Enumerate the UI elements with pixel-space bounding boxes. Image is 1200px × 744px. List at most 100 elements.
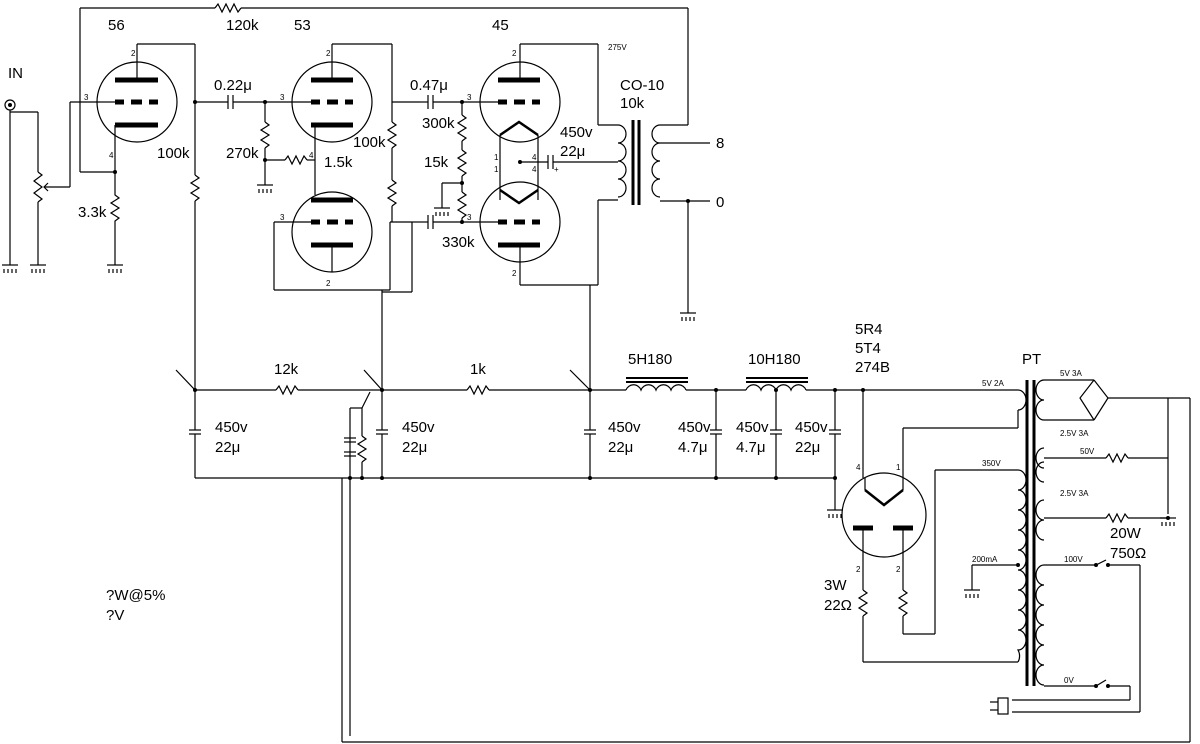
cap-047	[412, 95, 500, 229]
pin-label: 2	[512, 269, 517, 278]
choke-1	[625, 377, 746, 392]
pc1-v: 450v	[215, 419, 248, 436]
b-plus-label: 275V	[608, 43, 627, 52]
pin-label: 1	[494, 153, 499, 162]
ot-name: CO-10	[620, 77, 664, 94]
cap-022	[195, 95, 290, 109]
r-1.5k	[265, 154, 315, 166]
pin-label: 2	[326, 49, 331, 58]
ot-tap8: 8	[716, 135, 724, 152]
c-k45-1: 450v	[560, 124, 593, 141]
r-plate53: 100k	[353, 134, 386, 151]
note-2: ?V	[106, 607, 124, 624]
note-1: ?W@5%	[106, 587, 165, 604]
pin-label: 4	[532, 165, 537, 174]
pt-25v-b: 2.5V 3A	[1060, 489, 1089, 498]
rect-2: 5T4	[855, 340, 881, 357]
hum-pot	[341, 391, 371, 742]
power-transformer	[964, 379, 1176, 715]
rectifier-tube	[841, 390, 1018, 590]
r-cath56: 3.3k	[78, 204, 107, 221]
c-k45-2: 22μ	[560, 143, 585, 160]
feedback-resistor	[80, 2, 689, 122]
pin-label: 4	[532, 153, 537, 162]
plus-sign: +	[554, 165, 559, 174]
pin-label: 3	[280, 213, 285, 222]
r-grid56: 100k	[157, 145, 190, 162]
pin-label: 3	[467, 213, 472, 222]
heater-wiring	[342, 397, 1191, 743]
pc5-v: 450v	[736, 419, 769, 436]
rect-1: 5R4	[855, 321, 883, 338]
tube-45-top	[479, 44, 561, 200]
cathode-56	[79, 8, 123, 273]
volume-pot	[10, 101, 100, 273]
pin-label: 4	[856, 463, 861, 472]
tube-56-label: 56	[108, 17, 125, 34]
b-plus-rail	[175, 285, 626, 396]
r-12k: 12k	[274, 361, 299, 378]
cathode-45: +	[518, 155, 588, 174]
plate-53	[332, 43, 420, 390]
pt-200ma: 200mA	[972, 555, 998, 564]
pin-label: 3	[467, 93, 472, 102]
pt-name: PT	[1022, 351, 1041, 368]
c-047: 0.47μ	[410, 77, 448, 94]
r-fb: 120k	[226, 17, 259, 34]
r-cath53: 1.5k	[324, 154, 353, 171]
r-300k: 300k	[422, 115, 455, 132]
pin-label: 2	[326, 279, 331, 288]
pt-100v: 100V	[1064, 555, 1083, 564]
choke-2	[745, 377, 1018, 392]
rect-plate-resistors	[857, 469, 1018, 663]
ot-imp: 10k	[620, 95, 645, 112]
pt-5v3a: 5V 3A	[1060, 369, 1082, 378]
pt-0v: 0V	[1064, 676, 1074, 685]
output-transformer	[617, 120, 710, 321]
pt-50v: 50V	[1080, 447, 1095, 456]
r-1k: 1k	[470, 361, 486, 378]
pc2-v: 450v	[402, 419, 435, 436]
tube-45-bottom	[479, 181, 598, 286]
pt-25v-a: 2.5V 3A	[1060, 429, 1089, 438]
pin-label: 4	[109, 151, 114, 160]
r-270k	[257, 102, 273, 193]
pc1-c: 22μ	[215, 439, 240, 456]
pin-label: 2	[856, 565, 861, 574]
tube-53-bottom	[273, 191, 390, 291]
rect-3: 274B	[855, 359, 890, 376]
pin-label: 1	[896, 463, 901, 472]
pin-label: 3	[84, 93, 89, 102]
filter-caps	[189, 390, 843, 518]
pt-5v2a: 5V 2A	[982, 379, 1004, 388]
tube-53-top	[290, 44, 373, 195]
pin-label: 2	[131, 49, 136, 58]
input-jack	[2, 99, 18, 273]
pt-350v: 350V	[982, 459, 1001, 468]
pin-label: 2	[512, 49, 517, 58]
pc2-c: 22μ	[402, 439, 427, 456]
r-3w-2: 22Ω	[824, 597, 852, 614]
pin-label: 4	[309, 151, 314, 160]
r-15k: 15k	[424, 154, 449, 171]
r-grid53: 270k	[226, 145, 259, 162]
tube-53-label: 53	[294, 17, 311, 34]
r-330k: 330k	[442, 234, 475, 251]
pc5-c: 4.7μ	[736, 439, 766, 456]
pc6-v: 450v	[795, 419, 828, 436]
pin-label: 2	[896, 565, 901, 574]
input-label: IN	[8, 65, 23, 82]
r-20w-1: 20W	[1110, 525, 1142, 542]
tube-45-label: 45	[492, 17, 509, 34]
pc3-c: 22μ	[608, 439, 633, 456]
c-022: 0.22μ	[214, 77, 252, 94]
choke-2-label: 10H180	[748, 351, 801, 368]
tube-56	[96, 44, 178, 172]
r-20w-2: 750Ω	[1110, 545, 1146, 562]
ot-tap0: 0	[716, 194, 724, 211]
choke-1-label: 5H180	[628, 351, 672, 368]
r-3w-1: 3W	[824, 577, 847, 594]
pin-label: 3	[280, 93, 285, 102]
grid-divider	[434, 102, 468, 222]
